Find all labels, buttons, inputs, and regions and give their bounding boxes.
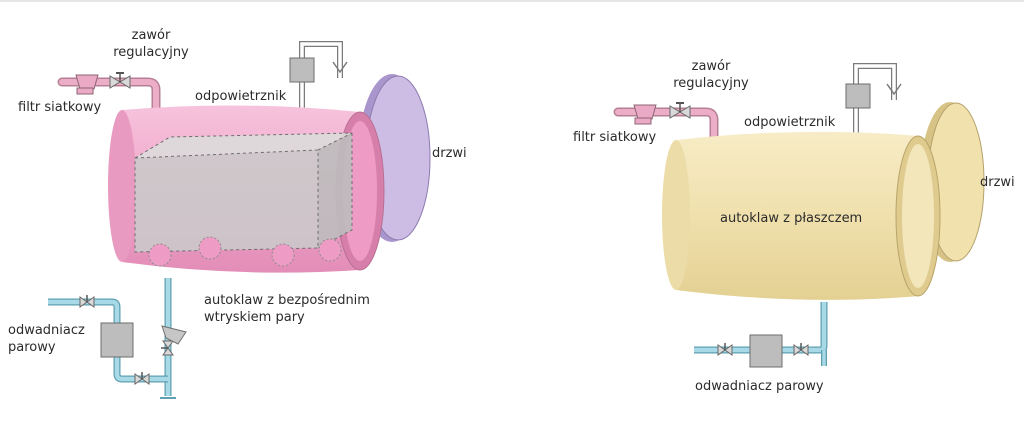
right-filter-label: filtr siatkowy: [573, 130, 657, 145]
right-autoclave-shell: [662, 131, 941, 300]
left-condensate-strainer: [161, 325, 187, 345]
top-border: [0, 0, 1024, 2]
left-steam-pipe: [57, 77, 161, 121]
left-autoclave-label: autoklaw z bezpośrednim wtryskiem pary: [204, 293, 370, 325]
right-valve-label: zawór regulacyjny: [673, 59, 749, 91]
right-vent: [845, 63, 902, 142]
left-trap-label: odwadniacz parowy: [8, 323, 85, 355]
left-steam-trap: [100, 322, 134, 358]
left-control-valve: [109, 72, 131, 89]
right-vent-label: odpowietrznik: [744, 115, 836, 130]
right-steam-pipe: [613, 107, 719, 147]
left-door-label: drzwi: [432, 146, 467, 161]
left-filter-label: filtr siatkowy: [18, 100, 102, 115]
right-diagram: [613, 63, 985, 368]
left-diagram: [48, 41, 431, 399]
right-door-label: drzwi: [980, 175, 1015, 190]
right-control-valve: [669, 102, 691, 119]
left-filter-strainer: [75, 74, 99, 95]
left-inner-chamber: [134, 132, 353, 267]
left-valve-label: zawór regulacyjny: [113, 28, 189, 60]
right-autoclave-label: autoklaw z płaszczem: [720, 211, 863, 226]
right-steam-trap: [749, 334, 783, 368]
right-trap-label: odwadniacz parowy: [695, 379, 824, 394]
right-filter-strainer: [633, 104, 657, 125]
left-vent: [289, 41, 348, 116]
left-vent-label: odpowietrznik: [195, 89, 287, 104]
right-condensate-pipe: [694, 302, 828, 366]
